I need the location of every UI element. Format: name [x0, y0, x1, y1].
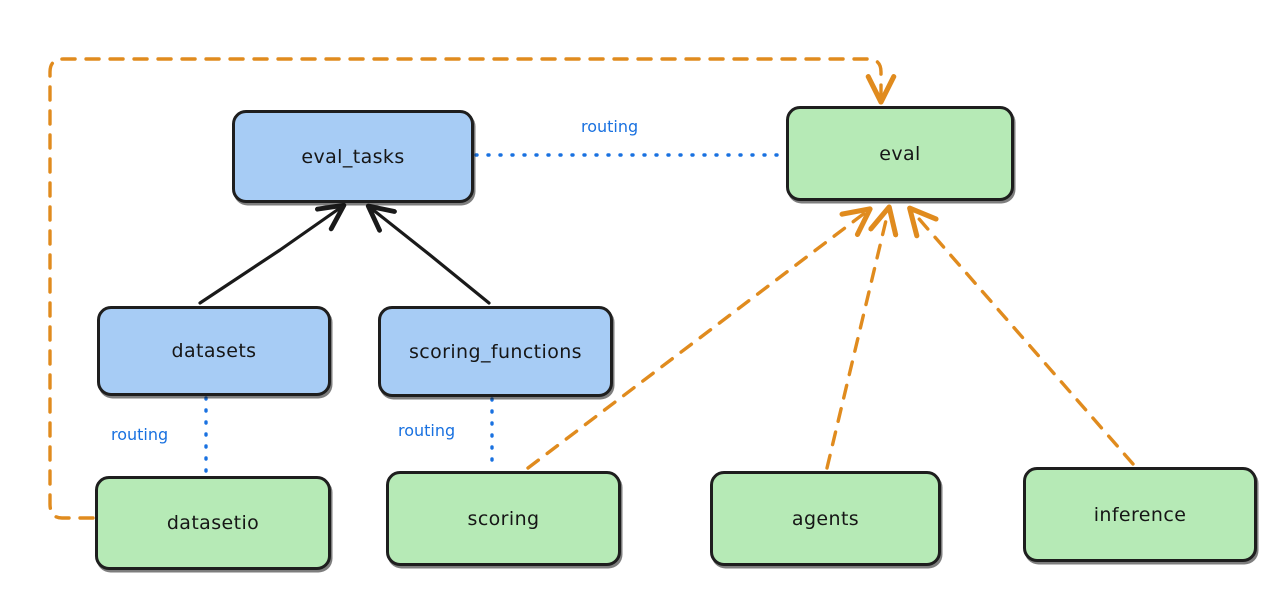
node-scoring-functions[interactable]: scoring_functions	[378, 306, 613, 397]
edge-label-routing-datasets-datasetio: routing	[111, 425, 169, 444]
edge-label-routing-eval-tasks-eval: routing	[581, 117, 639, 136]
edge-label-routing-scoring-functions-scoring: routing	[398, 421, 456, 440]
node-datasetio[interactable]: datasetio	[95, 476, 331, 570]
edge-datasets-to-eval-tasks	[198, 202, 347, 305]
node-label-datasetio: datasetio	[166, 512, 260, 534]
edge-inference-to-eval	[907, 205, 1135, 466]
node-eval[interactable]: eval	[786, 106, 1014, 201]
node-eval-tasks[interactable]: eval_tasks	[232, 110, 474, 203]
node-inference[interactable]: inference	[1023, 467, 1257, 562]
node-label-scoring-functions: scoring_functions	[409, 340, 582, 363]
node-agents[interactable]: agents	[710, 471, 941, 566]
node-label-eval-tasks: eval_tasks	[301, 145, 405, 168]
node-label-eval: eval	[879, 142, 921, 165]
node-label-datasets: datasets	[171, 340, 257, 362]
edge-scoring-functions-to-eval-tasks	[365, 203, 491, 305]
node-label-agents: agents	[791, 507, 860, 530]
edge-scoring-to-eval	[526, 206, 873, 470]
node-scoring[interactable]: scoring	[386, 471, 621, 566]
edge-agents-to-eval	[825, 204, 899, 470]
node-datasets[interactable]: datasets	[97, 306, 331, 396]
node-label-scoring: scoring	[467, 507, 540, 530]
node-label-inference: inference	[1093, 503, 1187, 526]
edge-datasetio-to-eval	[48, 57, 897, 520]
